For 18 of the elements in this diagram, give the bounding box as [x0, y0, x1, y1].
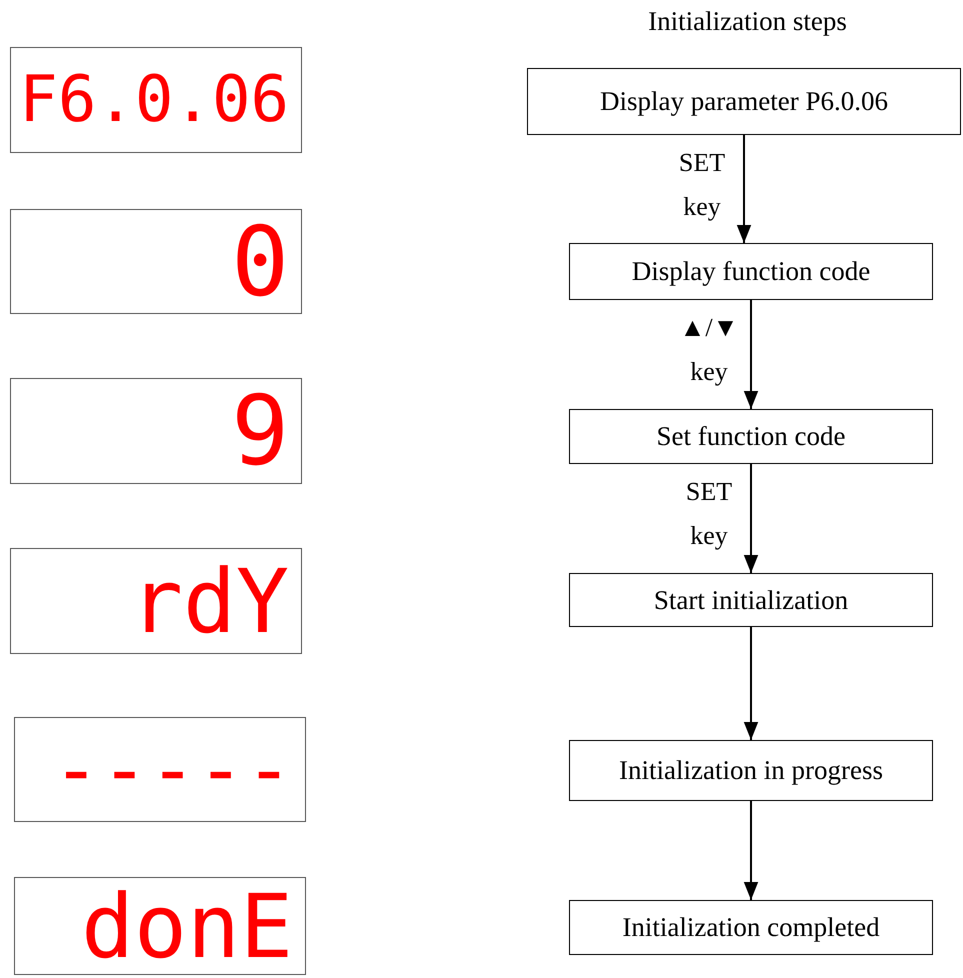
arrow — [744, 464, 758, 573]
process-box: Initialization in progress — [569, 740, 933, 801]
led-display: rdY — [10, 548, 302, 654]
process-box: Set function code — [569, 409, 933, 464]
arrow — [744, 627, 758, 740]
process-box: Display parameter P6.0.06 — [527, 68, 961, 135]
led-display: donE — [14, 877, 306, 975]
arrow — [744, 300, 758, 409]
led-display: F6.0.06 — [10, 47, 302, 153]
led-display: 0 — [10, 209, 302, 314]
diagram-title: Initialization steps — [647, 6, 848, 37]
process-box: Initialization completed — [569, 900, 933, 955]
arrow — [736, 135, 752, 243]
process-box: Display function code — [569, 243, 933, 300]
led-display: 9 — [10, 378, 302, 484]
arrow — [744, 801, 758, 900]
process-box: Start initialization — [569, 573, 933, 627]
led-display: ----- — [14, 717, 306, 822]
